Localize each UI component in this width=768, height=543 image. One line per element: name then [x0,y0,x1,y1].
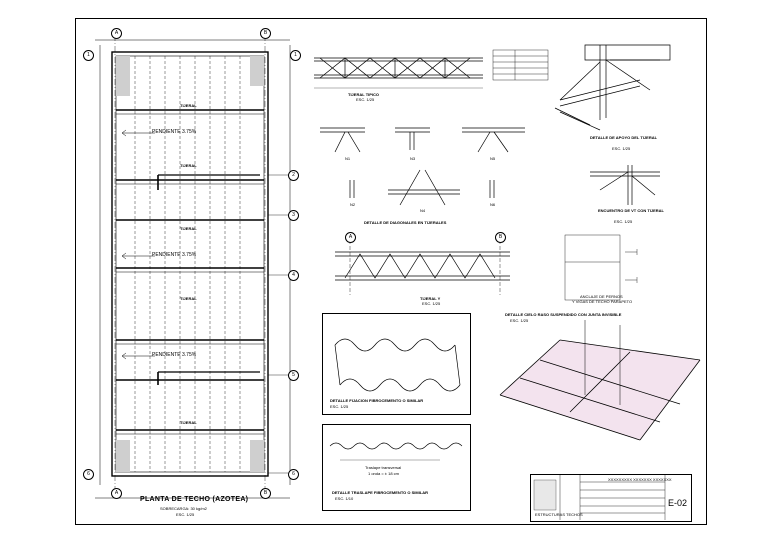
plan-title: PLANTA DE TECHO (AZOTEA) [140,496,249,503]
cielo-scale: ESC. 1/25 [510,318,529,323]
title-block [530,474,692,522]
titleblock-drawing: ESTRUCTURAS TECHOS [535,512,583,517]
titleblock-project: XXXXXXXXX XXXXXXX XXXXXXX [608,477,672,482]
drawing-sheet [75,18,707,525]
node-n1: N1 [345,156,351,161]
tijeral-y-axis-a: A [345,232,356,243]
tijeral-y-title: TIJERAL Y [420,296,441,301]
encuentro-title: ENCUENTRO DE VT CON TIJERAL [598,208,665,213]
truss-label-2: TIJERAL [180,163,197,168]
slope-label-3: PENDIENTE 3.75% [152,352,197,358]
axis-bubble-2: 2 [288,170,299,181]
axis-bubble-6-left: 6 [83,469,94,480]
sheet-code: E-02 [668,498,688,508]
apoyo-scale: ESC. 1/25 [612,146,631,151]
encuentro-scale: ESC. 1/25 [614,219,633,224]
axis-bubble-b-top: B [260,28,271,39]
node-n3: N3 [410,156,416,161]
tijeral-tipico-title: TIJERAL TIPICO [348,92,380,97]
tijeral-y-scale: ESC. 1/25 [422,301,441,306]
truss-label-3: TIJERAL [180,226,197,231]
truss-label-5: TIJERAL [180,420,197,425]
traslape-sub: 1 onda = ± 18 cm [368,471,399,476]
plan-scale: ESC. 1/25 [176,512,195,517]
diagonales-title: DETALLE DE DIAGONALES EN TIJERALES [364,220,447,225]
axis-bubble-a-top: A [111,28,122,39]
tijeral-tipico-scale: ESC. 1/25 [356,97,375,102]
cielo-title: DETALLE CIELO RASO SUSPENDIDO CON JUNTA … [505,312,622,317]
slope-label-1: PENDIENTE 3.75% [152,129,197,135]
fijacion-detail-box [322,313,471,415]
axis-bubble-1-right: 1 [290,50,301,61]
node-n4: N4 [420,208,426,213]
node-n6: N6 [490,202,496,207]
axis-bubble-3: 3 [288,210,299,221]
axis-bubble-b-bottom: B [260,488,271,499]
apoyo-title: DETALLE DE APOYO DEL TIJERAL [590,135,658,140]
traslape-detail-box [322,424,471,511]
anclaje-sub: Y VIGAS DE TECHO PARAPETO [572,299,633,304]
axis-bubble-5: 5 [288,370,299,381]
axis-bubble-6: 6 [288,469,299,480]
traslape-title: DETALLE TRASLAPE FIBROCEMENTO O SIMILAR [332,490,429,495]
node-n2: N2 [350,202,356,207]
truss-label-1: TIJERAL [180,103,197,108]
axis-bubble-1-left: 1 [83,50,94,61]
traslape-scale: ESC. 1/10 [335,496,354,501]
plan-subtitle: SOBRECARGA: 30 kg/m2 [160,506,207,511]
traslape-label: Traslape transversal [365,465,402,470]
tijeral-y-axis-b: B [495,232,506,243]
axis-bubble-a-bottom: A [111,488,122,499]
slope-label-2: PENDIENTE 3.75% [152,252,197,258]
truss-label-4: TIJERAL [180,296,197,301]
anclaje-title: ANCLAJE DE PERNOS [580,294,623,299]
fijacion-scale: ESC. 1/25 [330,404,349,409]
node-n5: N5 [490,156,496,161]
fijacion-title: DETALLE FIJACION FIBROCEMENTO O SIMILAR [330,398,424,403]
axis-bubble-4: 4 [288,270,299,281]
